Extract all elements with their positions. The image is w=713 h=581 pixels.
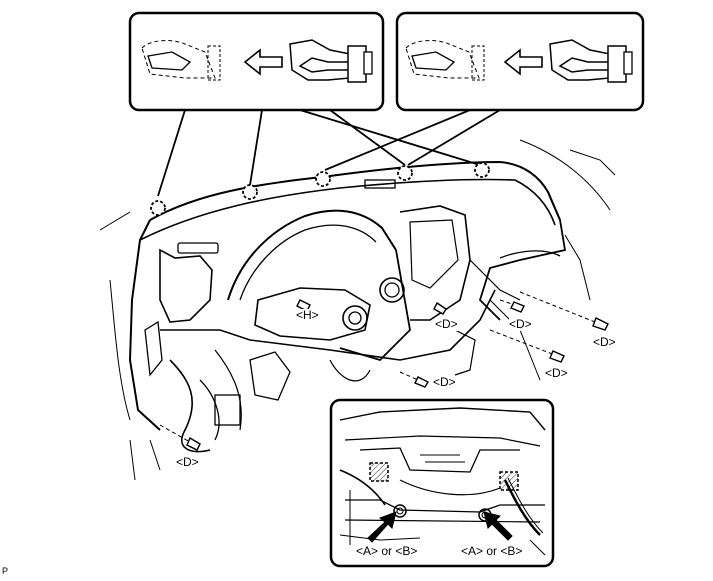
callout-box-clip-detail-right bbox=[395, 11, 645, 112]
clip-marker-hatched bbox=[499, 471, 519, 491]
callout-box-clip-detail-left bbox=[128, 11, 385, 112]
label-d: <D> bbox=[509, 317, 532, 331]
clip-location-markers bbox=[150, 162, 490, 216]
label-a-or-b: <A> or <B> bbox=[356, 544, 418, 558]
label-d: <D> bbox=[545, 366, 568, 380]
label-d: <D> bbox=[435, 317, 458, 331]
instrument-panel bbox=[99, 139, 616, 481]
arrow-up-right-icon bbox=[367, 511, 397, 543]
label-a-or-b: <A> or <B> bbox=[461, 544, 523, 558]
leader-lines bbox=[157, 109, 501, 197]
label-d: <D> bbox=[176, 455, 199, 469]
detail-inset bbox=[329, 398, 555, 568]
clip-marker-hatched bbox=[369, 462, 389, 482]
label-d: <D> bbox=[433, 375, 456, 389]
label-h: <H> bbox=[296, 308, 319, 322]
bolts bbox=[159, 291, 609, 451]
clip-remover-icon bbox=[549, 39, 611, 81]
label-d: <D> bbox=[593, 335, 616, 349]
arrow-left-icon bbox=[243, 48, 283, 76]
figure-code: P bbox=[2, 566, 9, 576]
arrow-left-icon bbox=[503, 48, 543, 76]
arrow-up-left-icon bbox=[483, 511, 513, 541]
clip-remover-icon bbox=[289, 39, 351, 81]
